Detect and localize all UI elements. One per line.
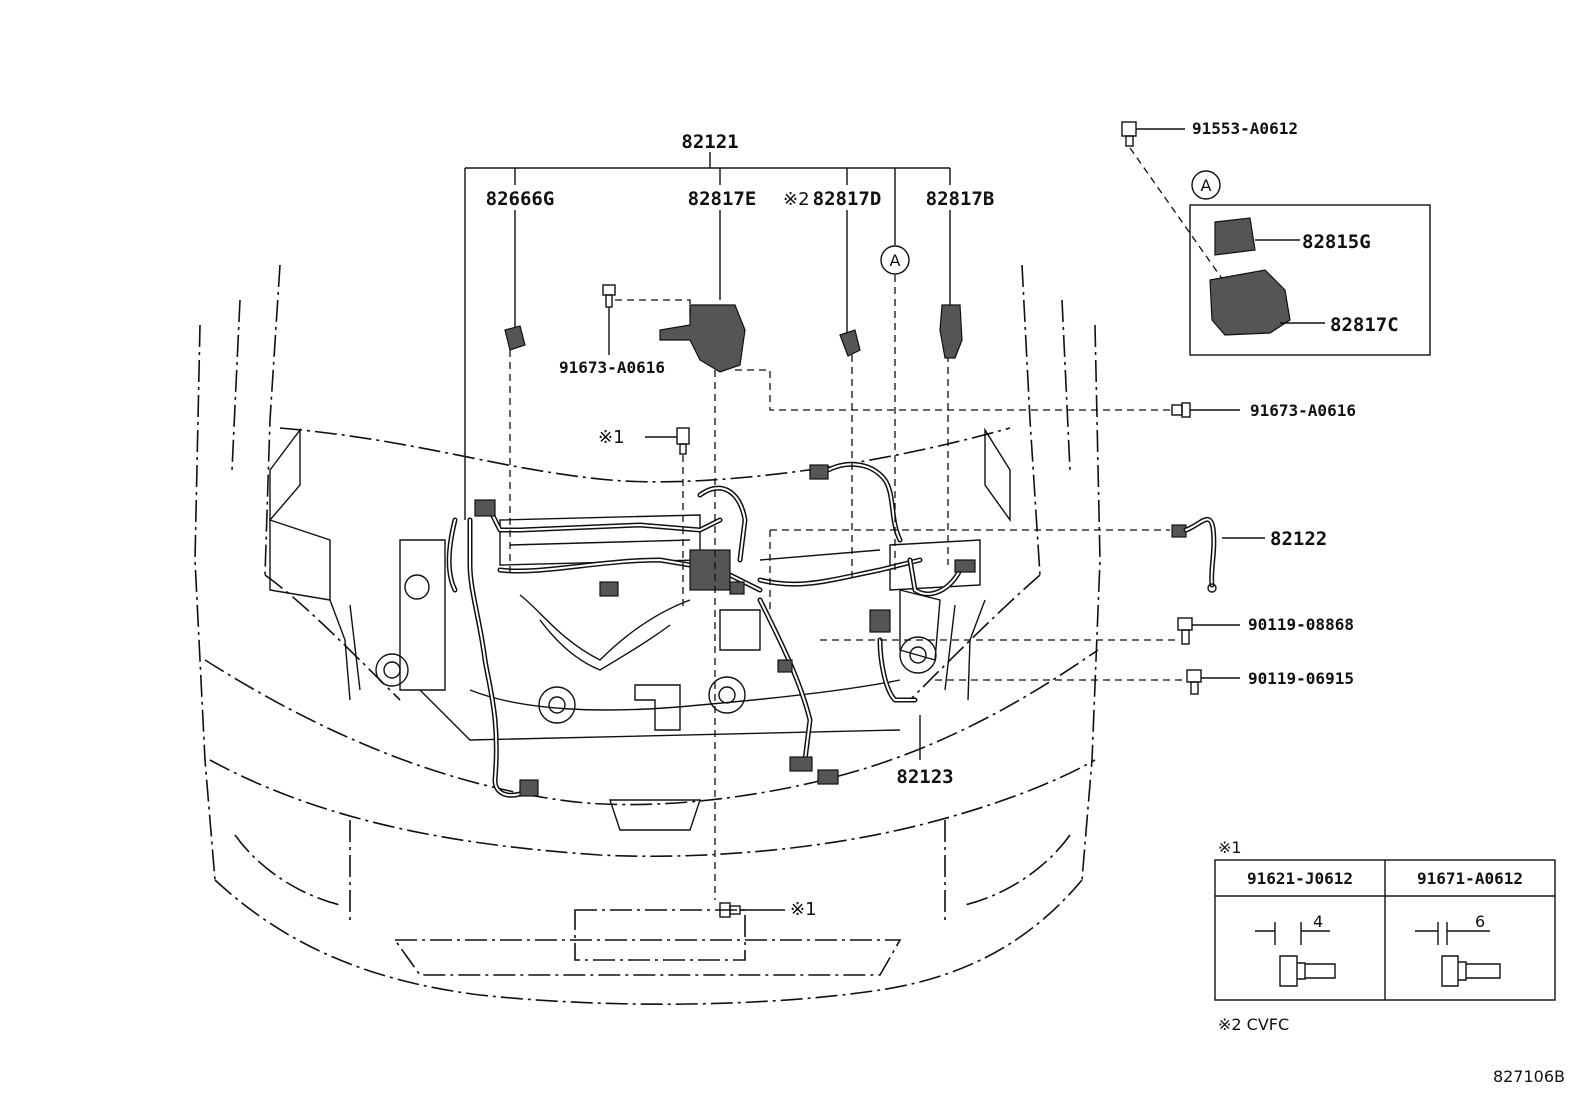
legend-dim-4: 4 [1313,912,1323,931]
note-2-cvfc: ※2 CVFC [1218,1015,1289,1034]
part-number-82121: 82121 [681,131,738,153]
part-number-82817b: 82817B [926,188,995,210]
engine-bay [269,427,1011,831]
bolt-90119-08868 [820,617,1240,645]
bolt-91673-a0616-right [735,369,1240,418]
bolt-91673-a0616-top [602,284,691,355]
bracket-82817b [939,304,963,359]
part-number-82666g: 82666G [486,188,555,210]
part-number-82815g: 82815G [1302,231,1371,253]
bolt-90119-06915 [935,669,1240,695]
part-number-90119-08868: 90119-08868 [1248,615,1354,634]
part-number-82817c: 82817C [1330,314,1399,336]
bracket-82817e [659,304,746,373]
detail-box-a [1189,170,1431,356]
legend-part-91671-a0612: 91671-A0612 [1417,869,1523,888]
part-number-90119-06915: 90119-06915 [1248,669,1354,688]
legend-dim-6: 6 [1475,912,1485,931]
harness-82121 [446,461,976,798]
clamp-82817d [839,329,861,357]
legend-part-91621-j0612: 91621-J0612 [1247,869,1353,888]
figure-id: 827106B [1493,1067,1565,1086]
detail-a-letter: A [1201,176,1212,195]
part-number-82123: 82123 [896,766,953,788]
clamp-82666g [504,325,526,351]
part-number-82817d: 82817D [813,188,882,210]
callout-a-circle [880,245,910,275]
part-number-91673-a0616-top: 91673-A0616 [559,358,665,377]
part-number-82122: 82122 [1270,528,1327,550]
note-1-marker-lower: ※1 [790,899,817,920]
legend-note-1-title: ※1 [1218,838,1242,857]
callout-a-letter: A [890,251,901,270]
note-2-marker: ※2 [783,189,810,210]
vehicle-body-outline [194,264,1101,1005]
legend-note-1 [1214,859,1556,1001]
bolt-note-1-lower [719,902,785,918]
bracket-82121-group [464,152,951,900]
part-number-91673-a0616-right: 91673-A0616 [1250,401,1356,420]
part-number-91553-a0612: 91553-A0612 [1192,119,1298,138]
bolt-91553-a0612 [1121,121,1231,291]
bolt-note-1-upper [645,427,690,610]
note-1-marker-upper: ※1 [598,427,625,448]
wire-82122 [769,516,1265,610]
part-number-82817e: 82817E [688,188,757,210]
